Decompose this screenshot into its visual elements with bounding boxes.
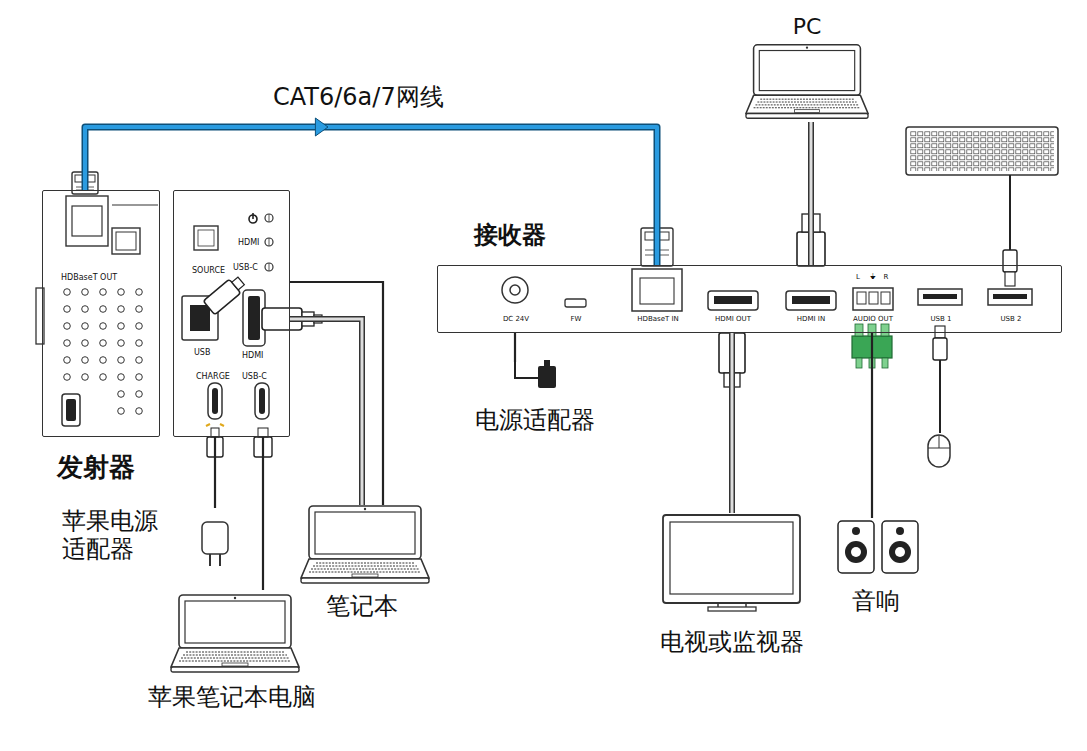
- heading: 接收器: [474, 222, 546, 250]
- device-label: 电源适配器: [475, 407, 595, 435]
- device-label: 电视或监视器: [660, 629, 804, 657]
- port-label: USB 1: [930, 315, 951, 323]
- arrow-head: [315, 118, 328, 136]
- cable: [263, 437, 264, 590]
- cable: [290, 282, 383, 505]
- port-label: SOURCE: [192, 266, 225, 275]
- heading: 发射器: [57, 453, 135, 483]
- transmitter-back-panel: 发射器HDBaseT OUT: [42, 190, 160, 437]
- hdmi-cable: [732, 333, 733, 513]
- hdmi-cable: [811, 122, 812, 265]
- port-label: USB: [194, 348, 210, 357]
- port-label: USB 2: [1000, 315, 1021, 323]
- device-label: PC: [793, 14, 822, 39]
- cable: [515, 333, 516, 362]
- apple-charger: 苹果电源 适配器: [60, 508, 236, 574]
- port-label: ⏚: [870, 272, 876, 281]
- pc-device: PC: [745, 14, 869, 122]
- device-label: 笔记本: [326, 593, 398, 621]
- apple-laptop-device: 苹果笔记本电脑: [145, 590, 343, 718]
- laptop-device: 笔记本: [298, 505, 432, 627]
- tv-monitor: 电视或监视器: [655, 513, 835, 663]
- port-label: HDBaseT OUT: [61, 273, 117, 282]
- port-label: L: [856, 273, 860, 281]
- power-adapter: 电源适配器: [470, 362, 616, 440]
- port-label: HDMI OUT: [715, 315, 751, 323]
- device-label: 苹果笔记本电脑: [148, 684, 316, 712]
- transmitter-front-panel: SOURCE HDMI USB-C USB HDMI CHARGE USB-C: [173, 190, 290, 437]
- port-label: HDBaseT IN: [637, 315, 679, 323]
- port-label: HDMI: [242, 351, 263, 360]
- device-label: 音响: [852, 588, 900, 616]
- speakers: 音响: [835, 518, 927, 618]
- hdmi-cable: [290, 319, 362, 505]
- port-label: DC 24V: [503, 315, 529, 323]
- port-label: AUDIO OUT: [853, 315, 893, 323]
- cable: [215, 437, 216, 508]
- cable: [872, 333, 873, 518]
- port-label: USB-C: [242, 372, 267, 381]
- port-label: USB-C: [233, 263, 258, 272]
- port-label: HDMI: [238, 238, 259, 247]
- port-label: FW: [571, 315, 582, 323]
- network-cable: [85, 118, 657, 265]
- device-label: 苹果电源 适配器: [62, 508, 174, 563]
- receiver-box: 接收器DC 24VFWHDBaseT INHDMI OUTHDMI INL⏚RA…: [437, 265, 1062, 333]
- cable-label: CAT6/6a/7网线: [270, 84, 447, 112]
- port-label: R: [884, 273, 889, 281]
- port-label: HDMI IN: [797, 315, 825, 323]
- port-label: CHARGE: [196, 372, 230, 381]
